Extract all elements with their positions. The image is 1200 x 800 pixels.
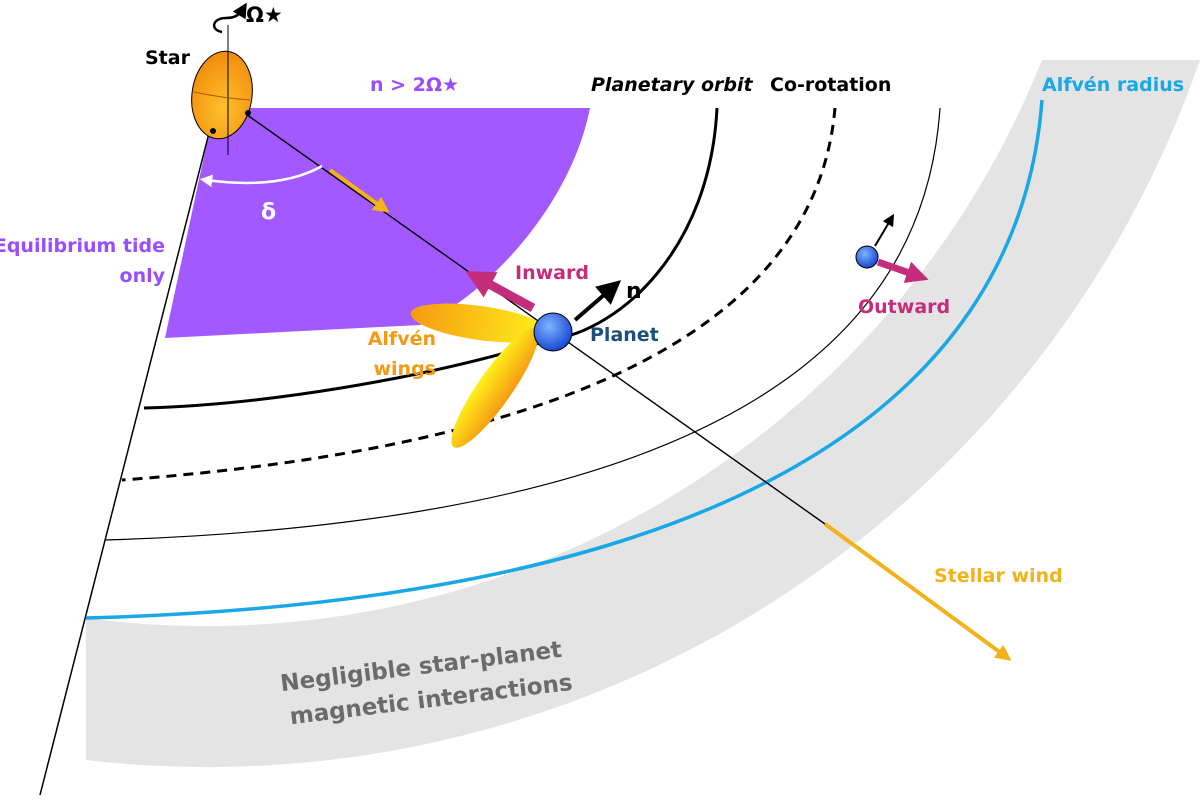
delta-label: δ xyxy=(261,200,276,225)
stellar-wind-arrow-inner xyxy=(328,168,390,213)
corotation-label: Co-rotation xyxy=(770,74,891,96)
star-dot-lower xyxy=(210,128,216,134)
star-equator xyxy=(193,91,251,101)
left-radial-line xyxy=(39,132,210,796)
outer-planet-icon xyxy=(855,245,879,269)
n-condition-label: n > 2Ω★ xyxy=(370,74,459,96)
alfven-wing-lower xyxy=(451,328,539,448)
outward-arrow xyxy=(876,258,929,283)
omega-label: Ω★ xyxy=(246,3,283,27)
delta-angle-arc xyxy=(199,164,323,188)
inward-label: Inward xyxy=(515,262,589,284)
n-label: n xyxy=(626,279,642,304)
outward-orbit-arrow xyxy=(874,213,895,247)
star-dot-upper xyxy=(245,110,251,116)
alfven-wings-label-line1: Alfvén xyxy=(368,328,436,350)
equilibrium-tide-label-line1: Equilibrium tide xyxy=(0,235,165,257)
alfven-radius-label: Alfvén radius xyxy=(1042,74,1184,96)
equilibrium-tide-label-line2: only xyxy=(120,265,166,287)
corotation-circle xyxy=(121,107,837,482)
planet-label: Planet xyxy=(590,324,659,346)
outward-orbit xyxy=(105,107,941,541)
planetary-orbit-label: Planetary orbit xyxy=(591,74,753,96)
alfven-wings-label-line2: wings xyxy=(373,358,436,380)
star-planet-line xyxy=(242,111,826,525)
inward-arrow xyxy=(465,271,536,312)
alfven-radius-circle xyxy=(85,99,1044,620)
stellar-wind-arrow xyxy=(823,522,1012,661)
rotation-arrow-icon xyxy=(213,2,247,34)
negligible-interaction-region xyxy=(86,60,1200,768)
alfven-wing-upper xyxy=(410,303,550,343)
star-label: Star xyxy=(145,47,191,69)
planet-icon xyxy=(533,312,573,352)
stellar-wind-label: Stellar wind xyxy=(934,565,1063,587)
mean-motion-arrow xyxy=(573,280,622,322)
outward-label: Outward xyxy=(858,296,950,318)
